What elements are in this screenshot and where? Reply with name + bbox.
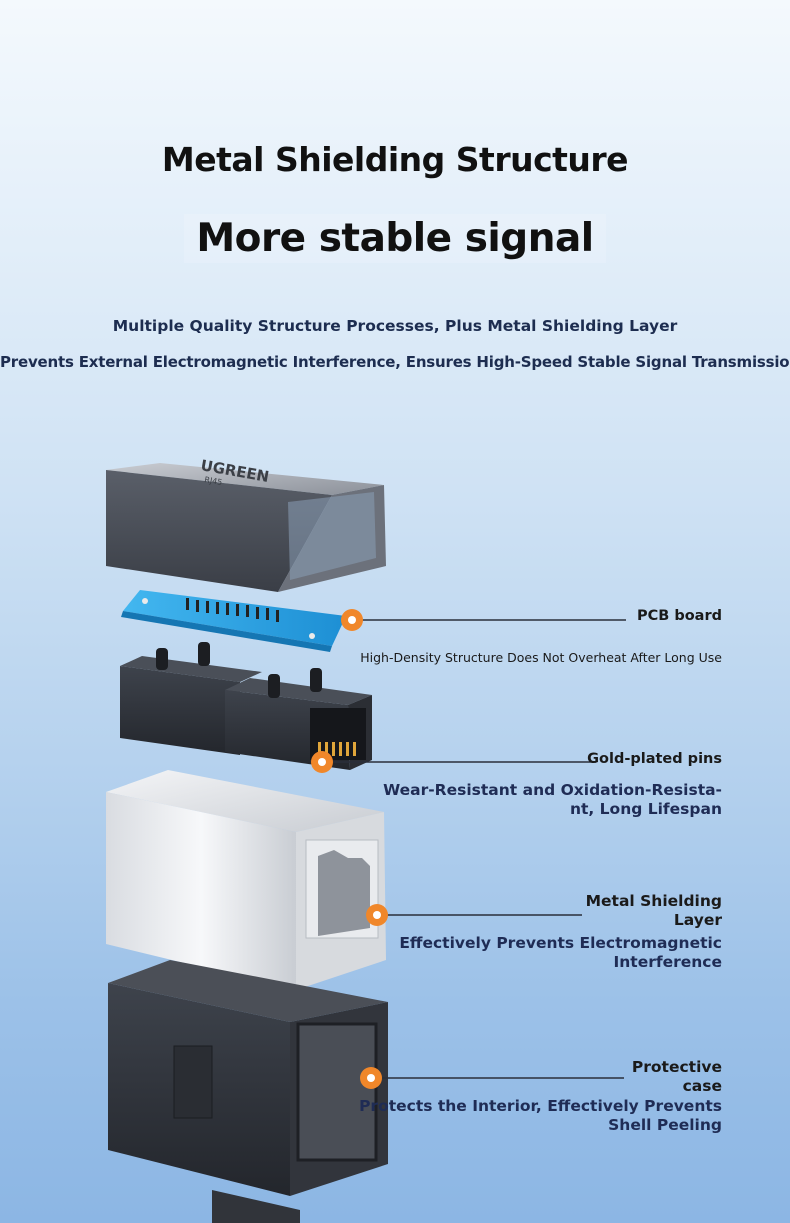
callout-pins-desc-1: Wear-Resistant and Oxidation-Resista- <box>383 781 722 799</box>
cap-model-text: RJ45 <box>204 475 223 487</box>
protective-case-part <box>108 960 388 1196</box>
callout-shield-desc-1: Effectively Prevents Electromagnetic <box>399 934 722 952</box>
jack-module-right <box>225 668 372 770</box>
callout-pcb-title: PCB board <box>636 608 722 624</box>
callout-case-desc-1: Protects the Interior, Effectively Preve… <box>359 1097 722 1115</box>
callout-shield-desc-2: Interference <box>613 953 722 971</box>
marker-pins <box>311 751 333 773</box>
callout-case-title-1: Protective <box>631 1058 722 1076</box>
callout-case-desc-2: Shell Peeling <box>608 1116 722 1134</box>
intro-line-2: Prevents External Electromagnetic Interf… <box>0 353 790 371</box>
callout-markers <box>311 609 388 1089</box>
marker-case <box>360 1067 382 1089</box>
subheadline: More stable signal <box>0 214 790 263</box>
callout-shield-title-2: Layer <box>673 911 722 929</box>
callout-case-title-2: case <box>682 1077 722 1095</box>
callout-pins-title: Gold-plated pins <box>587 751 722 767</box>
callout-pins-desc-2: nt, Long Lifespan <box>569 800 722 818</box>
marker-pcb <box>341 609 363 631</box>
pcb-board-part <box>121 590 346 652</box>
leader-lines <box>322 619 626 1079</box>
marker-shield <box>366 904 388 926</box>
headline: Metal Shielding Structure <box>161 140 629 179</box>
metal-cap-part: UGREEN RJ45 <box>106 456 386 592</box>
intro-line-1: Multiple Quality Structure Processes, Pl… <box>112 317 678 335</box>
subheadline-text: More stable signal <box>184 214 606 263</box>
callout-pcb-desc: High-Density Structure Does Not Overheat… <box>360 650 722 665</box>
metal-shield-shell-part <box>106 770 386 990</box>
bottom-part-peek <box>212 1190 300 1223</box>
jack-module-left <box>120 642 262 755</box>
callout-shield-title-1: Metal Shielding <box>585 892 722 910</box>
